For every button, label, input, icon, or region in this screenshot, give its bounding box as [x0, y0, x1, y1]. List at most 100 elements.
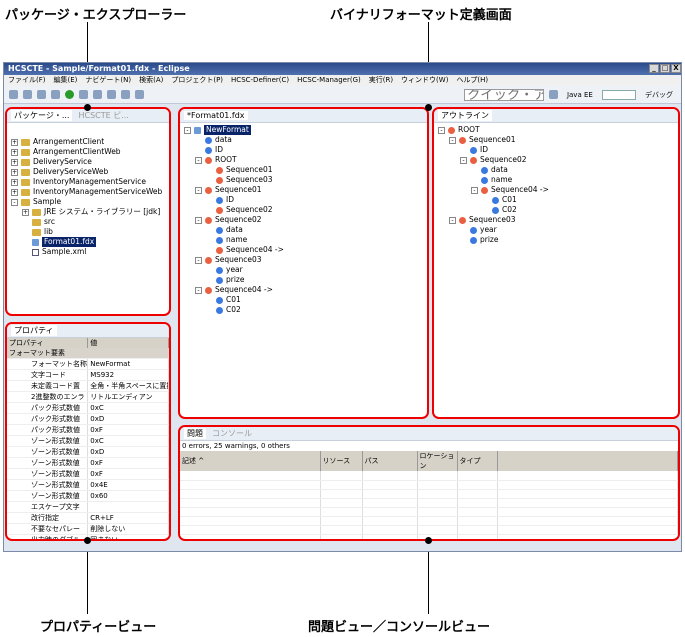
- tree-item[interactable]: -Sequence03: [438, 215, 674, 225]
- tree-item[interactable]: C02: [184, 305, 423, 315]
- tree-item[interactable]: -Sequence02: [184, 215, 423, 225]
- tree-item[interactable]: src: [11, 217, 165, 227]
- collapse-icon[interactable]: -: [460, 156, 467, 164]
- print-icon[interactable]: [37, 90, 46, 99]
- property-value[interactable]: 0xF: [87, 457, 169, 469]
- collapse-icon[interactable]: -: [438, 126, 445, 134]
- collapse-icon[interactable]: -: [195, 186, 202, 194]
- back-icon[interactable]: [121, 90, 130, 99]
- column-header[interactable]: タイプ: [457, 451, 498, 471]
- tree-item[interactable]: lib: [11, 227, 165, 237]
- property-value[interactable]: 削除しない: [87, 523, 169, 535]
- tree-item[interactable]: Sample.xml: [11, 247, 165, 257]
- column-property[interactable]: プロパティ: [7, 338, 89, 348]
- tree-item[interactable]: ID: [184, 195, 423, 205]
- tab-properties[interactable]: プロパティ: [11, 325, 57, 336]
- tree-item[interactable]: year: [438, 225, 674, 235]
- tree-item[interactable]: data: [438, 165, 674, 175]
- property-row[interactable]: 2進整数のエンラリトルエンディアン: [7, 391, 169, 403]
- menu-item[interactable]: ヘルプ(H): [456, 76, 489, 84]
- tree-item[interactable]: Sequence03: [184, 175, 423, 185]
- perspective-debug[interactable]: デバッグ: [645, 90, 673, 99]
- collapse-icon[interactable]: -: [449, 136, 456, 144]
- new-icon[interactable]: [9, 90, 18, 99]
- property-value[interactable]: リトルエンディアン: [87, 391, 169, 403]
- menu-item[interactable]: HCSC-Manager(G): [297, 76, 361, 84]
- menu-item[interactable]: 検索(A): [139, 76, 164, 84]
- expand-icon[interactable]: +: [11, 148, 18, 156]
- collapse-icon[interactable]: -: [195, 216, 202, 224]
- property-value[interactable]: 0xD: [87, 446, 169, 458]
- tree-item[interactable]: +JRE システム・ライブラリー [jdk]: [11, 207, 165, 217]
- tab-problems[interactable]: 問題: [184, 428, 206, 439]
- tree-item[interactable]: -Sequence04 ->: [184, 285, 423, 295]
- property-value[interactable]: CR+LF: [87, 512, 169, 524]
- collapse-icon[interactable]: -: [195, 256, 202, 264]
- tree-item[interactable]: year: [184, 265, 423, 275]
- expand-icon[interactable]: +: [11, 168, 18, 176]
- collapse-icon[interactable]: -: [471, 186, 478, 194]
- tree-item[interactable]: -Sample: [11, 197, 165, 207]
- column-header[interactable]: リソース: [320, 451, 363, 471]
- save-icon[interactable]: [23, 90, 32, 99]
- tree-item[interactable]: -Sequence01: [438, 135, 674, 145]
- menu-item[interactable]: ウィンドウ(W): [401, 76, 449, 84]
- tree-item[interactable]: Sequence01: [184, 165, 423, 175]
- menu-item[interactable]: 実行(R): [368, 76, 394, 84]
- tree-item[interactable]: prize: [184, 275, 423, 285]
- expand-icon[interactable]: +: [11, 138, 18, 146]
- tree-item[interactable]: +DeliveryServiceWeb: [11, 167, 165, 177]
- tree-item[interactable]: prize: [438, 235, 674, 245]
- run-icon[interactable]: [65, 90, 74, 99]
- quick-access-input[interactable]: [463, 88, 544, 101]
- tree-item[interactable]: Sequence02: [184, 205, 423, 215]
- category-row[interactable]: フォーマット要素: [7, 348, 169, 359]
- menu-item[interactable]: ファイル(F): [8, 76, 46, 84]
- tree-item[interactable]: +DeliveryService: [11, 157, 165, 167]
- property-value[interactable]: 囲まない: [87, 534, 169, 539]
- tree-item[interactable]: -NewFormat: [184, 125, 423, 135]
- property-value[interactable]: 0x4E: [87, 479, 169, 491]
- property-value[interactable]: NewFormat: [87, 358, 169, 370]
- forward-icon[interactable]: [135, 90, 144, 99]
- expand-icon[interactable]: +: [11, 158, 18, 166]
- menu-item[interactable]: プロジェクト(P): [171, 76, 224, 84]
- menu-item[interactable]: HCSC-Definer(C): [231, 76, 290, 84]
- tree-item[interactable]: -Sequence03: [184, 255, 423, 265]
- property-value[interactable]: 全角・半角スペースに置換する: [87, 380, 169, 392]
- expand-icon[interactable]: +: [11, 178, 18, 186]
- property-value[interactable]: 0xC: [87, 435, 169, 447]
- column-header[interactable]: パス: [362, 451, 418, 471]
- open-type-icon[interactable]: [93, 90, 102, 99]
- property-value[interactable]: 0xF: [87, 424, 169, 436]
- tree-item[interactable]: +ArrangementClient: [11, 137, 165, 147]
- external-tools-icon[interactable]: [79, 90, 88, 99]
- tree-item[interactable]: +InventoryManagementServiceWeb: [11, 187, 165, 197]
- tree-item[interactable]: C01: [184, 295, 423, 305]
- tab-hcscte-view[interactable]: HCSCTE ビ...: [78, 111, 129, 120]
- property-value[interactable]: 0xC: [87, 402, 169, 414]
- collapse-icon[interactable]: -: [195, 286, 202, 294]
- menu-item[interactable]: ナビゲート(N): [85, 76, 132, 84]
- tree-item[interactable]: C02: [438, 205, 674, 215]
- tree-item[interactable]: -Sequence01: [184, 185, 423, 195]
- column-header[interactable]: [497, 451, 678, 471]
- tree-item[interactable]: -Sequence04 ->: [438, 185, 674, 195]
- tree-item[interactable]: -Sequence02: [438, 155, 674, 165]
- collapse-icon[interactable]: -: [11, 198, 18, 206]
- tree-item[interactable]: Sequence04 ->: [184, 245, 423, 255]
- tree-item[interactable]: -ROOT: [184, 155, 423, 165]
- tree-item[interactable]: name: [184, 235, 423, 245]
- property-row[interactable]: エスケープ文字: [7, 501, 169, 513]
